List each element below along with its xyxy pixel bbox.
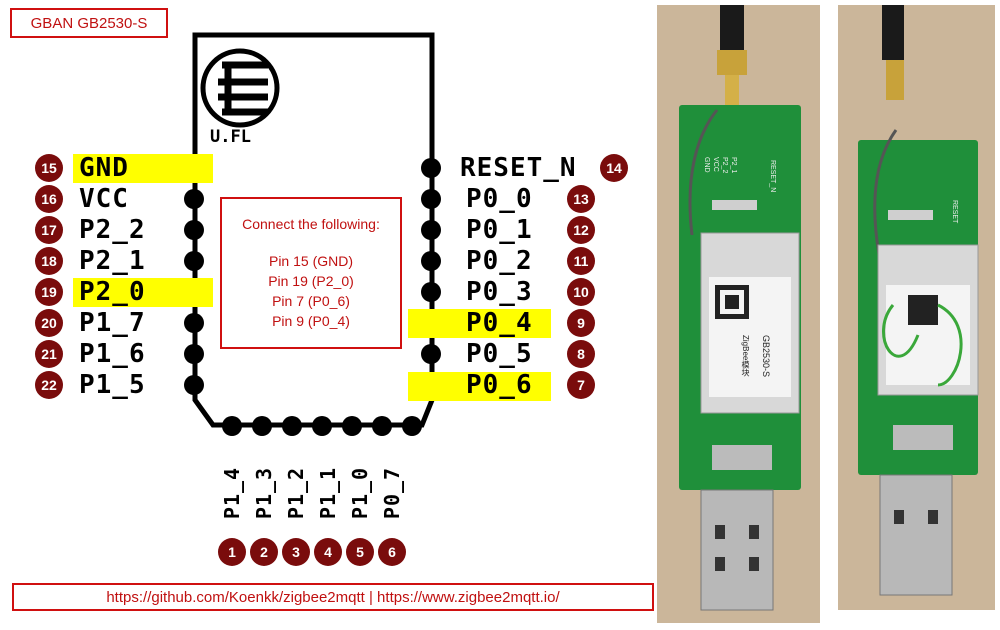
pin-number-badge: 6: [378, 538, 406, 566]
connection-note: Connect the following: Pin 15 (GND) Pin …: [220, 197, 402, 349]
pin-dot: [282, 416, 302, 436]
highlight-p0-4: [408, 309, 551, 338]
pin-label: P1_4: [220, 466, 244, 520]
silk-label-reset-2: RESET: [951, 200, 958, 224]
note-line: Pin 9 (P0_4): [272, 313, 350, 329]
pin-number-badge: 9: [567, 309, 595, 337]
pin-dot: [372, 416, 392, 436]
silk-label-vcc: VCC: [712, 157, 719, 172]
pin-dot: [252, 416, 272, 436]
pin-label: P0_6: [466, 370, 533, 400]
module-marking: GB2530-S: [761, 335, 771, 378]
pin-dot: [184, 189, 204, 209]
pin-label: P2_0: [79, 277, 146, 307]
pin-dot: [312, 416, 332, 436]
pin-number-badge: 12: [567, 216, 595, 244]
pin-dot: [222, 416, 242, 436]
pin-dot: [402, 416, 422, 436]
pin-label: P1_0: [348, 466, 372, 520]
pin-label: P0_7: [380, 466, 404, 520]
pin-number-badge: 8: [567, 340, 595, 368]
pin-label: P2_1: [79, 246, 146, 276]
antenna-label: U.FL: [210, 127, 251, 147]
pin-number-badge: 19: [35, 278, 63, 306]
pin-label: P1_3: [252, 466, 276, 520]
pin-label: P0_0: [466, 184, 533, 214]
pin-dot: [342, 416, 362, 436]
pin-label: RESET_N: [460, 153, 577, 183]
pin-number-badge: 16: [35, 185, 63, 213]
pin-number-badge: 22: [35, 371, 63, 399]
pin-dot: [421, 344, 441, 364]
silk-label-gnd: GND: [703, 157, 710, 173]
note-heading: Connect the following:: [242, 216, 380, 232]
note-line: Pin 15 (GND): [268, 253, 354, 269]
pin-dot: [184, 220, 204, 240]
pin-label: P0_5: [466, 339, 533, 369]
note-line: Pin 7 (P0_6): [272, 293, 350, 309]
highlight-p2-0: [73, 278, 213, 307]
pin-number-badge: 15: [35, 154, 63, 182]
pin-number-badge: 5: [346, 538, 374, 566]
pin-label: P0_1: [466, 215, 533, 245]
pin-dot: [184, 251, 204, 271]
pin-number-badge: 11: [567, 247, 595, 275]
pin-label: P1_2: [284, 466, 308, 520]
pin-label: P0_4: [466, 308, 533, 338]
photo-module-front: GB2530-S ZigBee模块 GND VCC P2_2 P2_1 RESE…: [657, 5, 820, 623]
pin-number-badge: 10: [567, 278, 595, 306]
photo-module-wired: RESET: [838, 5, 995, 610]
ufl-connector-icon: [200, 48, 280, 128]
silk-label-p2-2: P2_2: [721, 157, 728, 174]
pin-dot: [184, 375, 204, 395]
pin-label: P0_2: [466, 246, 533, 276]
pin-number-badge: 20: [35, 309, 63, 337]
pin-label: P1_5: [79, 370, 146, 400]
pin-number-badge: 14: [600, 154, 628, 182]
note-line: Pin 19 (P2_0): [268, 273, 354, 289]
silk-label-reset: RESET_N: [769, 160, 776, 193]
pin-label: P1_7: [79, 308, 146, 338]
silk-label-p2-1: P2_1: [730, 157, 737, 174]
pin-number-badge: 17: [35, 216, 63, 244]
pin-label: VCC: [79, 184, 129, 214]
pin-number-badge: 4: [314, 538, 342, 566]
pin-dot: [421, 251, 441, 271]
pin-dot: [421, 158, 441, 178]
pin-dot: [184, 313, 204, 333]
pin-label: P0_3: [466, 277, 533, 307]
diagram-title: GBAN GB2530-S: [10, 8, 168, 38]
pin-dot: [421, 220, 441, 240]
project-links[interactable]: https://github.com/Koenkk/zigbee2mqtt | …: [12, 583, 654, 611]
pin-label: P1_6: [79, 339, 146, 369]
pin-label: GND: [79, 153, 129, 183]
module-marking-sub: ZigBee模块: [741, 335, 750, 377]
pin-dot: [421, 282, 441, 302]
pin-number-badge: 3: [282, 538, 310, 566]
module-outline: [192, 32, 435, 428]
highlight-p0-6: [408, 372, 551, 401]
pin-number-badge: 2: [250, 538, 278, 566]
pin-dot: [184, 344, 204, 364]
pin-number-badge: 1: [218, 538, 246, 566]
pin-number-badge: 13: [567, 185, 595, 213]
highlight-gnd: [73, 154, 213, 183]
pin-number-badge: 7: [567, 371, 595, 399]
pin-number-badge: 18: [35, 247, 63, 275]
pin-label: P2_2: [79, 215, 146, 245]
pin-number-badge: 21: [35, 340, 63, 368]
pin-dot: [421, 189, 441, 209]
pin-label: P1_1: [316, 466, 340, 520]
